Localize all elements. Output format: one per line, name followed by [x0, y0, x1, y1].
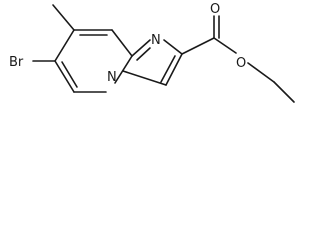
bromine-atom-label: Br: [9, 55, 24, 70]
bond-c3-n4: [122, 70, 167, 86]
bond-c7-c6: [54, 29, 75, 62]
bond-c6-c5-inner: [61, 61, 78, 88]
bond-carbonyl-ester-o: [213, 37, 237, 54]
bridgehead-nitrogen-label: N: [107, 70, 117, 85]
chemical-structure-diagram: Br N N O O: [9, 2, 295, 103]
bond-c2-carbonyl: [181, 37, 215, 55]
bond-n1-c2: [163, 39, 183, 55]
imidazole-nitrogen-label: N: [151, 33, 161, 48]
bond-c2-c3: [165, 53, 183, 86]
bond-ester-o-ch2: [247, 62, 275, 83]
carbonyl-oxygen-label: O: [210, 2, 220, 17]
bond-c7a-c8: [111, 29, 133, 57]
bond-c8-n1: [131, 39, 151, 57]
bond-ch2-ch3: [273, 81, 295, 103]
ester-oxygen-label: O: [236, 56, 246, 71]
bond-c6-c5: [54, 60, 75, 93]
bond-c2-c3-inner: [160, 55, 176, 83]
bond-c8-n1-inner: [136, 47, 151, 61]
bond-c7-methyl: [52, 4, 75, 31]
bond-n4-c7a: [114, 55, 133, 84]
